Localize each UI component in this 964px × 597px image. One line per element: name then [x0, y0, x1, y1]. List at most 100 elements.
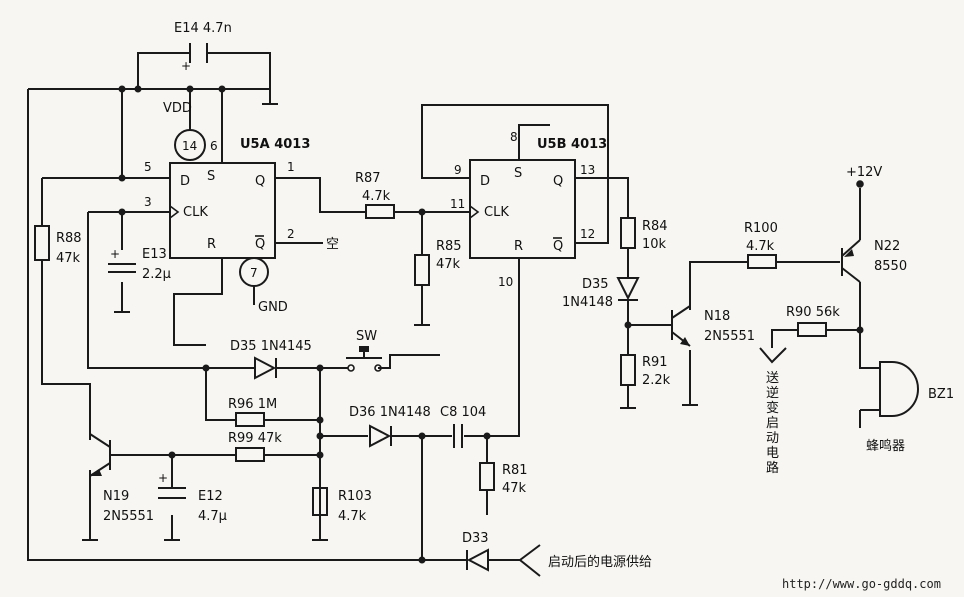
- supply-label: 启动后的电源供给: [548, 554, 652, 570]
- transistor-n19: [89, 433, 111, 477]
- transistor-n18: [671, 305, 691, 347]
- diode-d35-vertical: [616, 277, 640, 301]
- svg-text:送逆变启动电路: 送逆变启动电路: [766, 371, 779, 476]
- resistor-r84: [620, 217, 636, 249]
- output-arrow: [759, 347, 787, 364]
- resistor-r90: [797, 322, 827, 337]
- u5b-pin12: 12: [580, 227, 595, 241]
- e13-value: 2.2μ: [142, 267, 171, 282]
- u5a-chip: [169, 162, 276, 259]
- diode-d35-horizontal: [254, 356, 277, 380]
- empty-label: 空: [326, 237, 339, 252]
- d35a-label: D35 1N4145: [230, 339, 312, 354]
- resistor-r87: [365, 204, 395, 219]
- vdd-label: VDD: [163, 101, 192, 116]
- r85-value: 47k: [436, 257, 461, 272]
- u5a-pin1: 1: [287, 160, 295, 174]
- n19-ref: N19: [103, 489, 129, 504]
- u5a-label: U5A 4013: [240, 137, 310, 152]
- u5b-chip: [469, 159, 576, 259]
- n22-part: 8550: [874, 259, 907, 274]
- n22-ref: N22: [874, 239, 900, 254]
- d36-label: D36 1N4148: [349, 405, 431, 420]
- u5a-r: R: [207, 237, 216, 252]
- watermark-url: http://www.go-gddq.com: [782, 577, 941, 591]
- u5a-pin5: 5: [144, 160, 152, 174]
- n18-ref: N18: [704, 309, 730, 324]
- wires: [27, 52, 880, 561]
- u5b-pin10: 10: [498, 275, 513, 289]
- buzzer-bz1: [879, 361, 919, 417]
- r90-label: R90 56k: [786, 305, 840, 320]
- d33-ref: D33: [462, 531, 489, 546]
- resistor-r96: [235, 412, 265, 427]
- diode-d36: [369, 424, 392, 448]
- n18-part: 2N5551: [704, 329, 755, 344]
- d35b-ref: D35: [582, 277, 609, 292]
- r85-ref: R85: [436, 239, 462, 254]
- capacitor-e12: +: [158, 471, 186, 541]
- capacitor-c8: [453, 424, 463, 448]
- r87-value: 4.7k: [362, 189, 391, 204]
- u5a-clk-triangle: [169, 205, 180, 219]
- diode-d33: [466, 548, 489, 572]
- e12-value: 4.7μ: [198, 509, 227, 524]
- plus12-label: +12V: [846, 165, 882, 180]
- capacitor-e13: +: [108, 247, 136, 313]
- resistor-r99: [235, 447, 265, 462]
- u5a-qbar: Q: [255, 237, 265, 252]
- u5b-clk-triangle: [469, 205, 480, 219]
- r91-value: 2.2k: [642, 373, 671, 388]
- r96-label: R96 1M: [228, 397, 277, 412]
- resistor-r88: [34, 225, 50, 261]
- u5b-pin8: 8: [510, 130, 518, 144]
- u5b-qbar: Q: [553, 239, 563, 254]
- resistor-r103: [312, 487, 328, 516]
- r84-ref: R84: [642, 219, 668, 234]
- to-inverter-label: 送逆变启动电路: [766, 371, 779, 476]
- r103-ref: R103: [338, 489, 372, 504]
- switch-sw: [346, 346, 382, 372]
- supply-arrow: [518, 544, 541, 577]
- u5a-pin14: 14: [182, 139, 197, 153]
- supply-terminal: [856, 180, 864, 188]
- e14-label: E14 4.7n: [174, 21, 232, 36]
- r100-ref: R100: [744, 221, 778, 236]
- pin7-circle: [239, 257, 269, 287]
- r88-value: 47k: [56, 251, 81, 266]
- u5b-pin13: 13: [580, 163, 595, 177]
- u5a-s: S: [207, 169, 215, 184]
- u5b-pin11: 11: [450, 197, 465, 211]
- junction-dots: [118, 85, 864, 564]
- u5b-s: S: [514, 166, 522, 181]
- sw-label: SW: [356, 329, 377, 344]
- u5b-q: Q: [553, 174, 563, 189]
- r91-ref: R91: [642, 355, 668, 370]
- u5a-clk: CLK: [183, 205, 208, 220]
- u5b-r: R: [514, 239, 523, 254]
- gnd-label: GND: [258, 300, 288, 315]
- d35b-part: 1N4148: [562, 295, 613, 310]
- r81-ref: R81: [502, 463, 528, 478]
- u5b-d: D: [480, 174, 490, 189]
- n19-part: 2N5551: [103, 509, 154, 524]
- bz1-name: 蜂鸣器: [866, 438, 905, 454]
- c8-label: C8 104: [440, 405, 486, 420]
- r84-value: 10k: [642, 237, 667, 252]
- e12-ref: E12: [198, 489, 223, 504]
- e13-ref: E13: [142, 247, 167, 262]
- u5a-pin6: 6: [210, 139, 218, 153]
- u5b-clk: CLK: [484, 205, 509, 220]
- resistor-r91: [620, 354, 636, 386]
- u5a-pin2: 2: [287, 227, 295, 241]
- r87-ref: R87: [355, 171, 381, 186]
- capacitor-e14: +: [181, 43, 208, 73]
- r103-value: 4.7k: [338, 509, 367, 524]
- pin14-circle: [174, 129, 206, 161]
- transistor-n22: [841, 239, 861, 283]
- u5a-q: Q: [255, 174, 265, 189]
- resistor-r85: [414, 254, 430, 286]
- svg-text:+: +: [110, 247, 120, 261]
- svg-text:+: +: [158, 471, 168, 485]
- bz1-ref: BZ1: [928, 387, 954, 402]
